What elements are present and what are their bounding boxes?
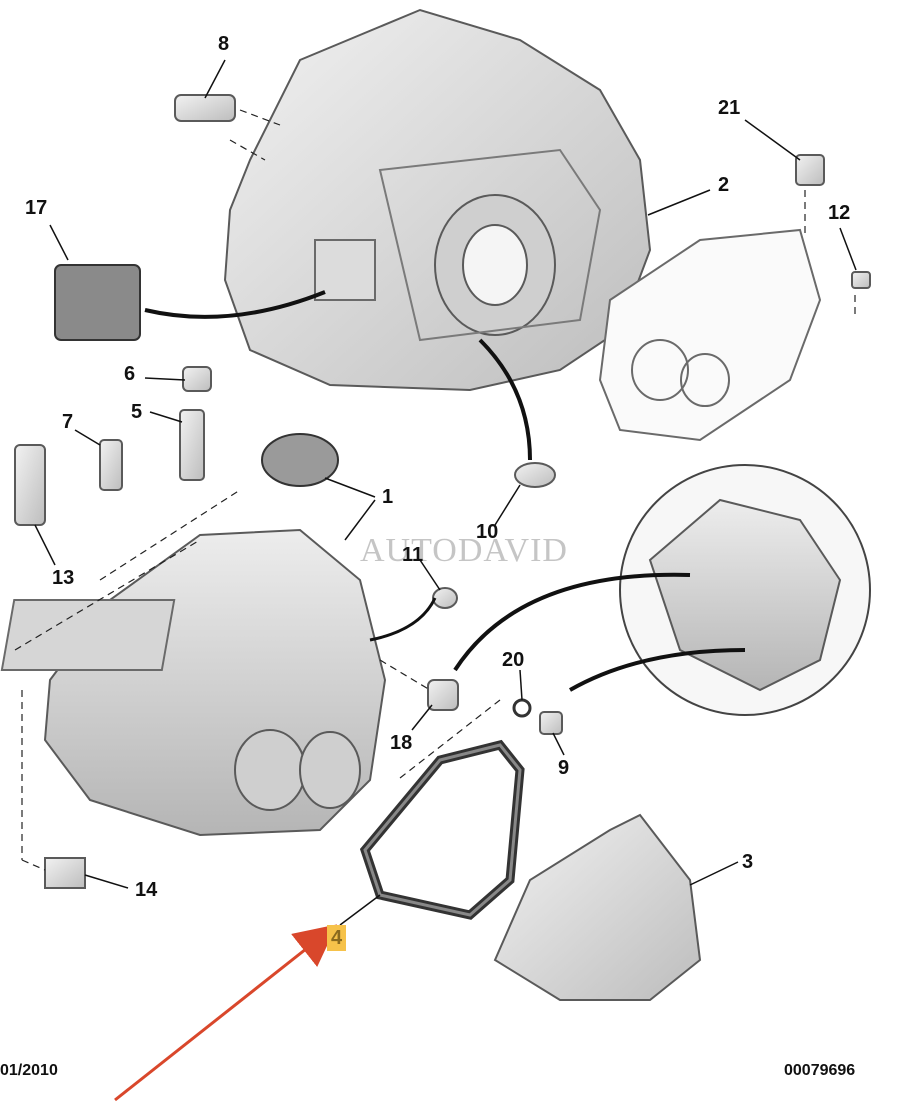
callout-3: 3	[742, 851, 754, 873]
gearbox-cover	[493, 813, 702, 1001]
callout-8: 8	[218, 33, 230, 55]
callout-12: 12	[828, 202, 851, 224]
callout-9: 9	[558, 757, 570, 779]
callout-11: 11	[402, 544, 424, 566]
callout-5: 5	[131, 401, 143, 423]
callout-14: 14	[135, 879, 158, 901]
dashed-guides	[14, 109, 856, 871]
callout-4-highlighted: 4	[327, 925, 347, 951]
callout-18: 18	[390, 732, 413, 754]
housing-plate	[598, 228, 822, 442]
cover-gasket	[359, 739, 525, 920]
callout-17: 17	[25, 197, 48, 219]
callout-6: 6	[124, 363, 136, 385]
callout-1: 1	[382, 486, 394, 508]
callout-20: 20	[502, 649, 525, 671]
leader-lines	[34, 59, 857, 926]
small-parts	[14, 94, 871, 889]
watermark: AUTODAVID	[360, 532, 568, 569]
detail-zoom-circle	[453, 464, 871, 716]
callout-7: 7	[62, 411, 74, 433]
callout-10: 10	[476, 521, 499, 543]
callout-21: 21	[718, 97, 741, 119]
callout-13: 13	[52, 567, 75, 589]
footer-reference-number: 00079696	[784, 1062, 856, 1079]
clutch-housing	[223, 8, 652, 392]
red-pointer-arrow	[114, 924, 338, 1102]
callout-2: 2	[718, 174, 730, 196]
gearbox-casing	[0, 528, 387, 837]
footer-date: 01/2010	[0, 1062, 58, 1079]
